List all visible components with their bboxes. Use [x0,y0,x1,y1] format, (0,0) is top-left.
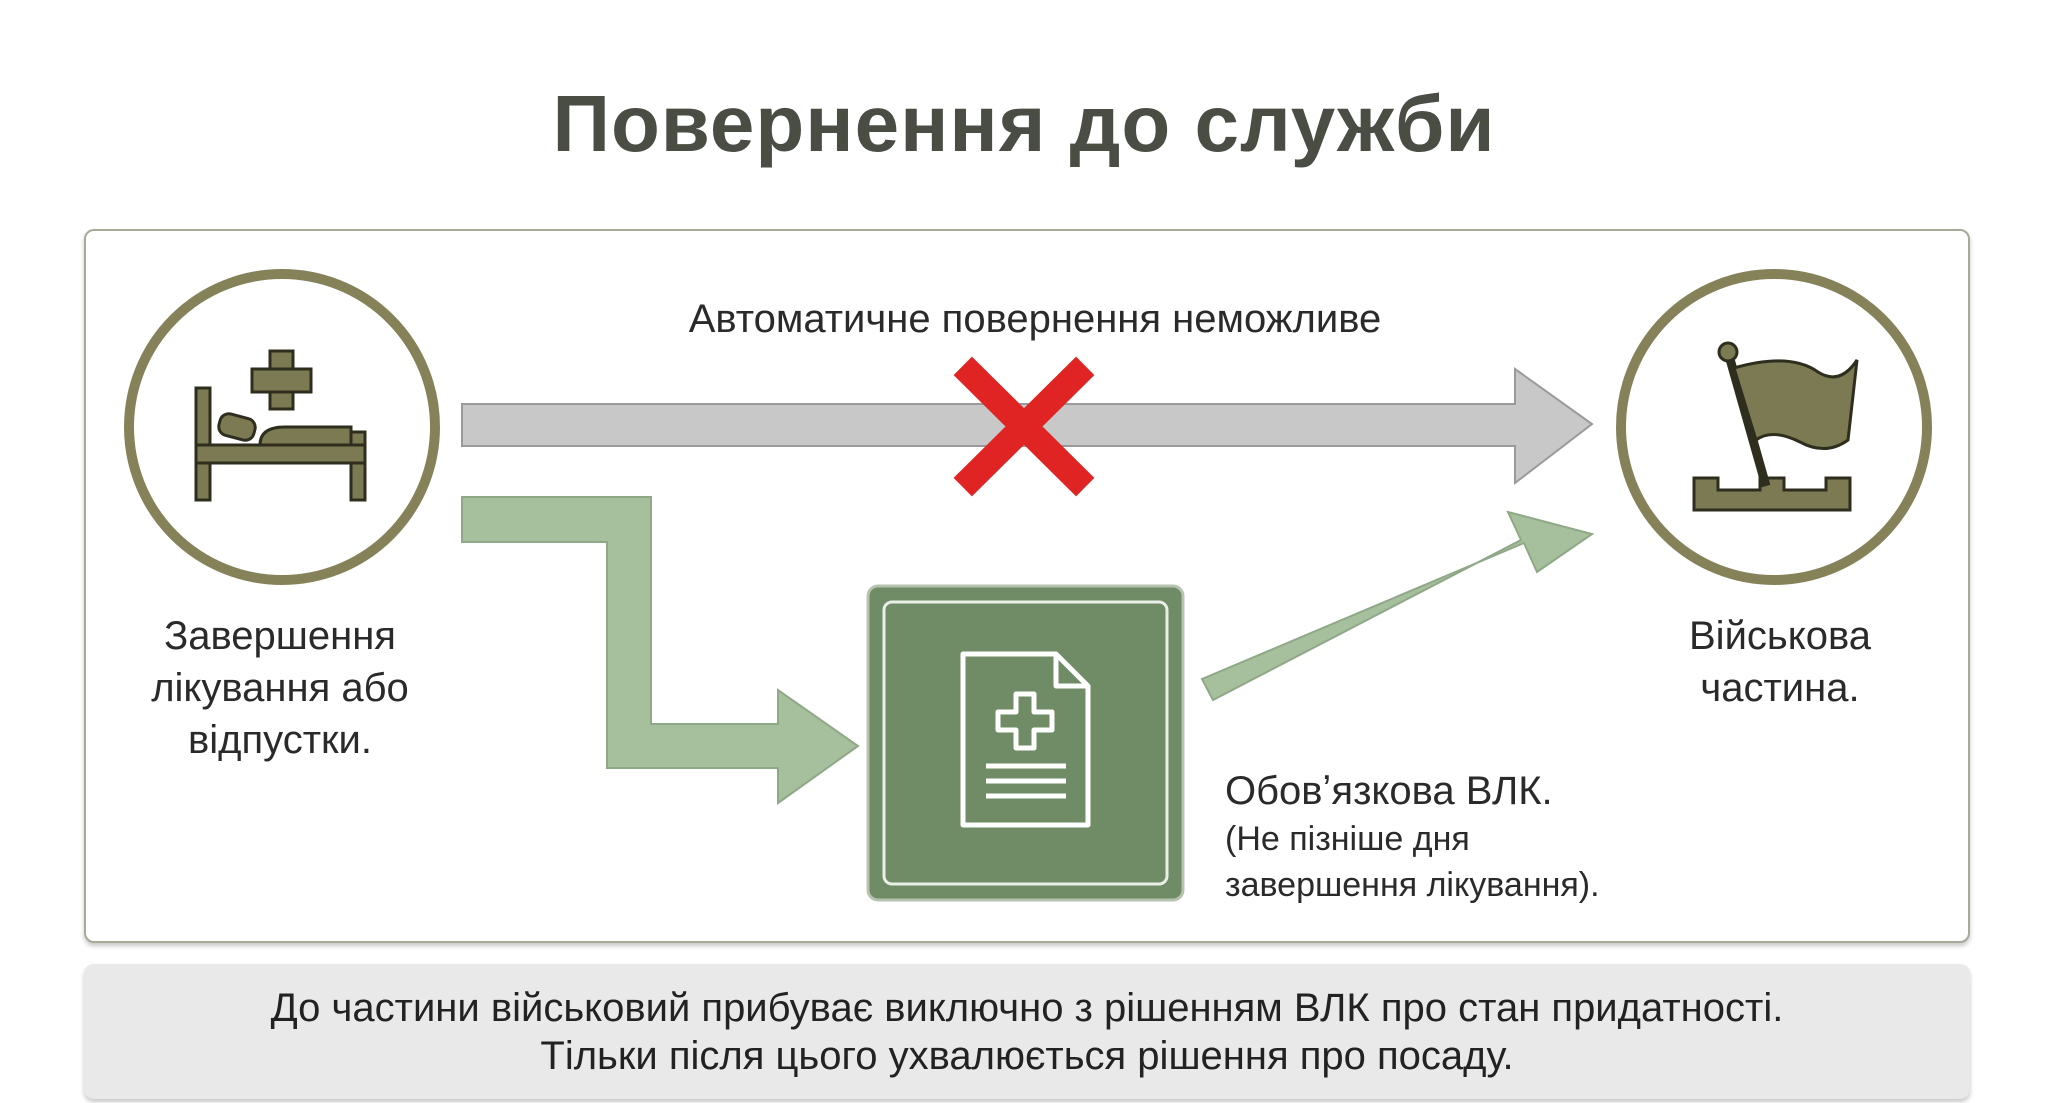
note-box: До частини військовий прибуває виключно … [84,964,1970,1099]
start-label-line-2: лікування або [151,666,409,710]
end-label-line-2: частина. [1700,666,1860,710]
vlk-main-text: Обовʼязкова ВЛК. [1225,769,1553,813]
start-label-line-1: Завершення [164,614,396,658]
vlk-requirement-label: Обовʼязкова ВЛК. (Не пізніше дня заверше… [1225,766,1745,908]
note-line-1: До частини військовий прибуває виключно … [270,985,1784,1030]
vlk-sub-text-1: (Не пізніше дня [1225,820,1470,858]
vlk-document-box [866,584,1185,902]
automatic-return-label: Автоматичне повернення неможливе [688,297,1382,341]
vlk-sub-text-2: завершення лікування). [1225,866,1600,904]
note-line-2: Тільки після цього ухвалюється рішення п… [540,1033,1514,1078]
start-label-line-3: відпустки. [188,718,372,762]
path-to-unit-arrow [1200,510,1595,702]
hospital-bed-icon [194,349,367,502]
start-node-label: Завершення лікування або відпустки. [120,610,440,766]
flag-icon [1692,341,1859,512]
end-label-line-1: Військова [1689,614,1871,658]
medical-document-icon [960,651,1091,828]
path-to-vlk-arrow [461,496,860,805]
page-title: Повернення до служби [552,79,1496,168]
end-node-label: Військова частина. [1630,610,1930,714]
medical-cross-horizontal [250,367,313,394]
cross-mark-icon [953,356,1095,497]
